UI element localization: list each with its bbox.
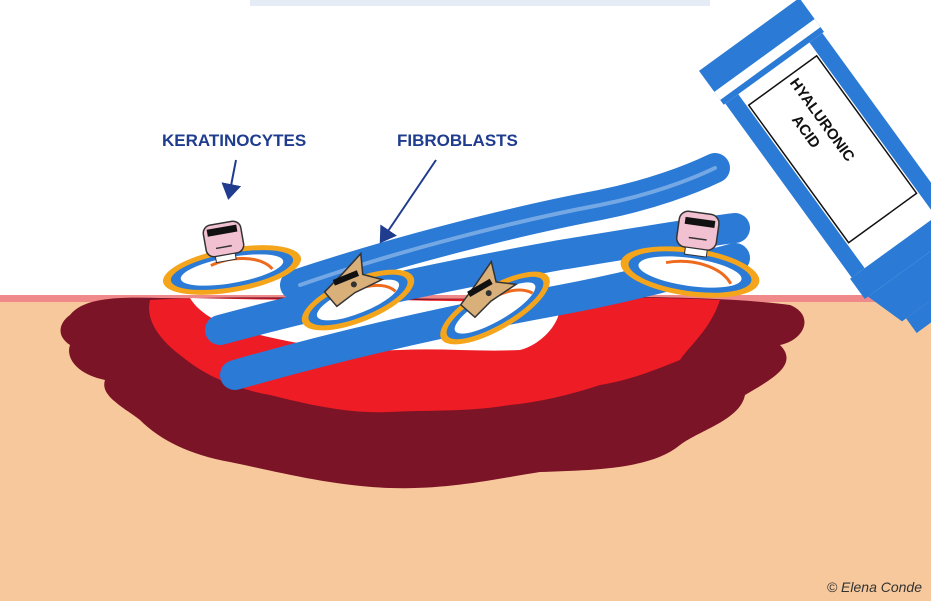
cropped-title-remnant [250,0,710,6]
fibroblasts-arrow [382,160,436,240]
fibroblasts-label: FIBROBLASTS [397,131,518,150]
author-credit: © Elena Conde [827,579,922,595]
keratinocytes-label: KERATINOCYTES [162,131,306,150]
keratinocytes-arrow [229,160,236,196]
